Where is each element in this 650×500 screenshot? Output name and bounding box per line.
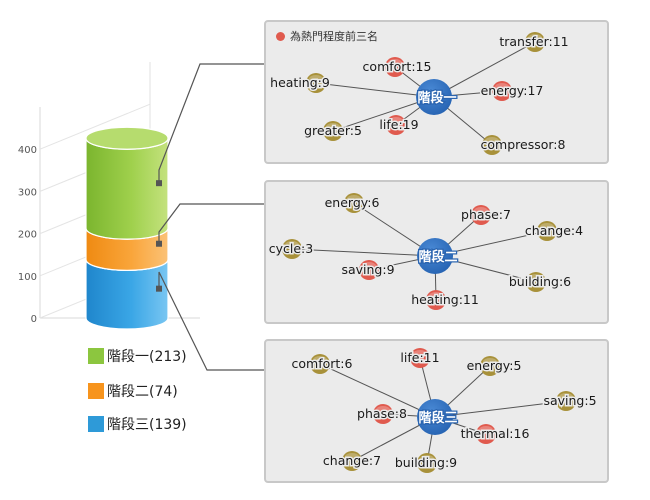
keyword-label: saving:9 — [341, 262, 394, 277]
keyword-label: energy:17 — [481, 83, 544, 98]
keyword-node-comfort[interactable]: comfort:6 — [290, 354, 354, 374]
connector-階段一 — [158, 63, 265, 184]
network-edge — [319, 363, 436, 418]
segment-marker — [156, 240, 162, 247]
keyword-node-heating[interactable]: heating:9 — [269, 73, 331, 93]
bar-cap — [85, 126, 169, 150]
legend-swatch — [88, 348, 104, 364]
connector-階段三 — [158, 271, 265, 371]
keyword-node-building[interactable]: building:9 — [393, 453, 459, 473]
keyword-label: phase:7 — [461, 207, 511, 222]
keyword-label: building:9 — [395, 455, 457, 470]
keyword-node-phase[interactable]: phase:8 — [356, 404, 408, 424]
keyword-node-compressor[interactable]: compressor:8 — [479, 135, 567, 155]
hub-label: 階段三 — [418, 410, 457, 426]
keyword-label: energy:6 — [325, 195, 380, 210]
y-tick-label: 400 — [18, 145, 37, 156]
keyword-node-change[interactable]: change:7 — [321, 451, 383, 471]
keyword-node-life[interactable]: life:11 — [399, 348, 441, 368]
keyword-label: heating:9 — [270, 75, 330, 90]
keyword-label: phase:8 — [357, 406, 407, 421]
keyword-label: life:19 — [379, 117, 418, 132]
keyword-panel-3: comfort:6 life:11 energy:5 saving:5 phase:8 t… — [264, 339, 609, 483]
keyword-label: comfort:15 — [363, 59, 432, 74]
keyword-node-life[interactable]: life:19 — [378, 115, 420, 135]
network-edge — [433, 41, 536, 98]
keyword-panel-1: comfort:15 transfer:11 heating:9 energy:17 g… — [264, 20, 609, 164]
legend-swatch — [88, 416, 104, 432]
segment-marker — [156, 285, 162, 292]
keyword-node-energy[interactable]: energy:17 — [479, 81, 545, 101]
keyword-node-greater[interactable]: greater:5 — [303, 121, 363, 141]
y-tick-label: 0 — [31, 314, 37, 325]
hub-label: 階段一 — [417, 90, 456, 106]
y-tick-label: 100 — [18, 272, 37, 283]
legend-label: 階段一(213) — [107, 349, 187, 365]
hub-label: 階段二 — [418, 249, 457, 265]
keyword-node-saving[interactable]: saving:9 — [340, 260, 396, 280]
top3-note-text: 為熱門程度前三名 — [290, 30, 378, 43]
keyword-node-building[interactable]: building:6 — [507, 272, 573, 292]
keyword-label: saving:5 — [543, 393, 596, 408]
keyword-node-energy[interactable]: energy:5 — [465, 356, 523, 376]
keyword-label: thermal:16 — [461, 426, 530, 441]
legend-item-階段三[interactable]: 階段三(139) — [88, 414, 258, 434]
network-edge — [434, 230, 548, 257]
keyword-node-comfort[interactable]: comfort:15 — [361, 57, 433, 77]
y-tick-label: 200 — [18, 230, 37, 241]
legend-swatch — [88, 383, 104, 399]
network-edge — [434, 400, 567, 418]
segment-marker — [156, 180, 162, 187]
connector-階段二 — [158, 203, 265, 244]
keyword-node-change[interactable]: change:4 — [523, 221, 585, 241]
keyword-node-saving[interactable]: saving:5 — [542, 391, 598, 411]
legend-item-階段一[interactable]: 階段一(213) — [88, 346, 258, 366]
keyword-label: change:7 — [323, 453, 381, 468]
keyword-panel-2: energy:6 phase:7 change:4 cycle:3 saving:9 bu… — [264, 180, 609, 324]
y-tick-label: 300 — [18, 187, 37, 198]
keyword-label: energy:5 — [467, 358, 522, 373]
keyword-label: heating:11 — [411, 292, 479, 307]
keyword-label: building:6 — [509, 274, 571, 289]
keyword-node-transfer[interactable]: transfer:11 — [498, 32, 570, 52]
legend-label: 階段二(74) — [107, 384, 178, 400]
keyword-label: greater:5 — [304, 123, 362, 138]
hub-node-階段二[interactable]: 階段二 — [417, 238, 459, 274]
keyword-label: compressor:8 — [481, 137, 566, 152]
keyword-node-heating[interactable]: heating:11 — [410, 290, 480, 310]
legend-item-階段二[interactable]: 階段二(74) — [88, 381, 258, 401]
top3-note: 為熱門程度前三名 — [276, 28, 378, 44]
keyword-node-phase[interactable]: phase:7 — [460, 205, 512, 225]
keyword-label: comfort:6 — [292, 356, 353, 371]
keyword-label: cycle:3 — [269, 241, 313, 256]
keyword-node-energy[interactable]: energy:6 — [323, 193, 381, 213]
bar-segment-階段一[interactable] — [85, 126, 169, 240]
keyword-label: transfer:11 — [499, 34, 568, 49]
hub-node-階段一[interactable]: 階段一 — [416, 79, 458, 115]
network-edge — [291, 248, 436, 257]
hub-node-階段三[interactable]: 階段三 — [417, 399, 459, 435]
keyword-node-cycle[interactable]: cycle:3 — [267, 239, 315, 259]
keyword-node-thermal[interactable]: thermal:16 — [459, 424, 531, 444]
legend-label: 階段三(139) — [107, 417, 187, 433]
keyword-label: change:4 — [525, 223, 583, 238]
network-edge — [315, 82, 435, 98]
keyword-label: life:11 — [400, 350, 439, 365]
red-dot-icon — [276, 31, 285, 41]
